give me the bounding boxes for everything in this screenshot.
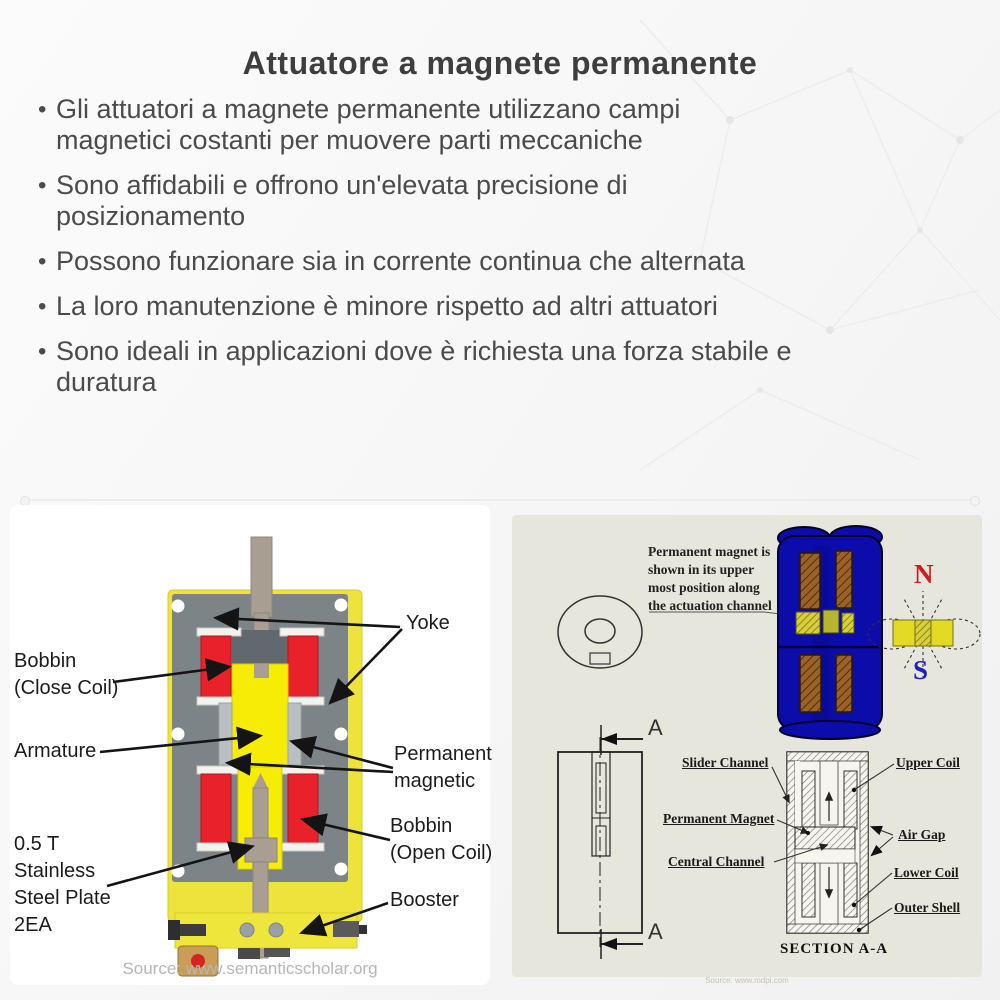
right-source-credit: Source: www.mdpi.com	[705, 976, 789, 985]
label-permanent-magnet: Permanent Magnet	[663, 811, 775, 826]
cylinder-3d-view	[777, 525, 883, 740]
section-aa-view	[786, 751, 869, 934]
bullet-text: Sono ideali in applicazioni dove è richi…	[56, 336, 792, 397]
label-air-gap: Air Gap	[898, 827, 946, 842]
bullet-text: Gli attuatori a magnete permanente utili…	[56, 94, 681, 155]
background-pattern	[639, 19, 1000, 471]
bullet-marker: •	[38, 338, 47, 365]
label-steel-plate: 0.5 T Stainless Steel Plate 2EA	[14, 833, 111, 936]
south-pole-label: S	[913, 655, 929, 685]
section-letter-top: A	[648, 715, 663, 740]
section-letter-bottom: A	[648, 919, 663, 944]
bullet-item: • Sono ideali in applicazioni dove è ric…	[38, 336, 978, 398]
bullet-marker: •	[38, 248, 47, 275]
bullet-text: Possono funzionare sia in corrente conti…	[56, 246, 745, 276]
bullet-text: La loro manutenzione è minore rispetto a…	[56, 291, 718, 321]
label-arrows	[99, 607, 403, 937]
actuator-technical-drawing	[557, 525, 981, 959]
section-title: SECTION A-A	[780, 941, 889, 957]
left-figure-panel: Bobbin (Close Coil) Armature 0.5 T Stain…	[10, 505, 493, 985]
label-upper-coil: Upper Coil	[896, 755, 960, 770]
label-armature: Armature	[14, 740, 97, 762]
label-slider-channel: Slider Channel	[682, 755, 769, 770]
bullet-item: • La loro manutenzione è minore rispetto…	[38, 291, 978, 322]
label-bobbin-open: Bobbin (Open Coil)	[390, 815, 493, 864]
side-view	[557, 725, 643, 959]
section-leader-lines	[771, 763, 895, 931]
armature-assembly	[218, 663, 302, 770]
label-central-channel: Central Channel	[668, 854, 765, 869]
label-bobbin-close: Bobbin (Close Coil)	[14, 650, 119, 699]
bullet-item: • Possono funzionare sia in corrente con…	[38, 246, 978, 277]
bullet-text: Sono affidabili e offrono un'elevata pre…	[56, 170, 628, 231]
bullet-marker: •	[38, 172, 47, 199]
top-view	[557, 595, 643, 669]
magnet-field-diagram	[867, 591, 981, 677]
page-title: Attuatore a magnete permanente	[242, 45, 758, 82]
actuator-cross-section-diagram	[99, 536, 403, 977]
bullet-marker: •	[38, 96, 47, 123]
separator-line	[20, 496, 980, 506]
label-lower-coil: Lower Coil	[894, 865, 959, 880]
label-yoke: Yoke	[406, 612, 450, 634]
bullet-marker: •	[38, 293, 47, 320]
bullet-list: • Gli attuatori a magnete permanente uti…	[38, 94, 978, 412]
leader-dots	[806, 787, 862, 933]
label-booster: Booster	[390, 889, 459, 911]
north-pole-label: N	[914, 559, 934, 589]
annotation-permanent-magnet: Permanent magnet is shown in its upper m…	[648, 544, 772, 613]
bullet-item: • Sono affidabili e offrono un'elevata p…	[38, 170, 978, 232]
label-outer-shell: Outer Shell	[894, 900, 961, 915]
right-figure-panel: Permanent magnet is shown in its upper m…	[512, 515, 982, 977]
label-permanent-magnetic: Permanent magnetic	[394, 743, 492, 792]
left-source-credit: Source: www.semanticscholar.org	[122, 959, 378, 978]
bullet-item: • Gli attuatori a magnete permanente uti…	[38, 94, 978, 156]
